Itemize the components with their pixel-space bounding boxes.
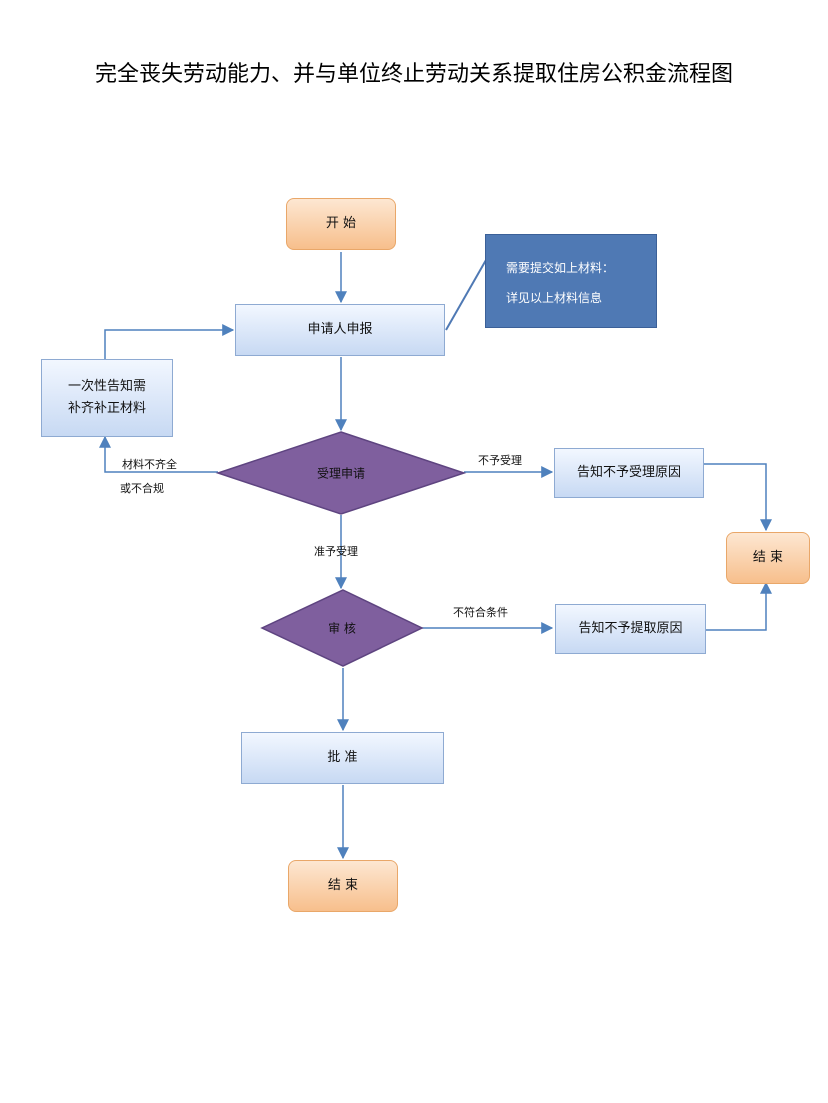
accept-diamond-label: 受理申请 xyxy=(316,466,366,481)
review-diamond xyxy=(260,589,424,667)
arrow-not-withdraw-to-end xyxy=(706,581,772,631)
arrow-incomplete-to-notify xyxy=(99,435,218,473)
apply-node: 申请人申报 xyxy=(235,304,445,356)
incomplete-label-line1: 材料不齐全 xyxy=(122,458,177,471)
end-right-node: 结 束 xyxy=(726,532,810,584)
incomplete-label-line2: 或不合规 xyxy=(120,482,164,495)
not-qualified-label: 不符合条件 xyxy=(453,606,508,619)
not-accept-reason-node: 告知不予受理原因 xyxy=(554,448,704,498)
note-callout-line xyxy=(445,259,487,331)
notify-line1: 一次性告知需 xyxy=(67,379,146,394)
start-node: 开 始 xyxy=(286,198,396,250)
materials-note-line1: 需要提交如上材料： xyxy=(506,261,615,275)
notify-line2: 补齐补正材料 xyxy=(67,401,146,416)
notify-supplement-node: 一次性告知需 补齐补正材料 xyxy=(41,359,173,437)
accepted-label: 准予受理 xyxy=(314,545,358,558)
not-withdraw-reason-node: 告知不予提取原因 xyxy=(555,604,706,654)
arrow-not-accept-to-end xyxy=(704,463,772,532)
review-diamond-label: 审 核 xyxy=(328,621,356,636)
accept-diamond xyxy=(215,431,467,515)
end-bottom-node: 结 束 xyxy=(288,860,398,912)
page-title: 完全丧失劳动能力、并与单位终止劳动关系提取住房公积金流程图 xyxy=(94,62,733,87)
materials-note: 需要提交如上材料： 详见以上材料信息 xyxy=(485,234,657,328)
materials-note-line2: 详见以上材料信息 xyxy=(506,291,603,305)
approve-node: 批 准 xyxy=(241,732,444,784)
not-accepted-label: 不予受理 xyxy=(478,454,522,467)
arrow-notify-to-apply xyxy=(104,324,235,360)
